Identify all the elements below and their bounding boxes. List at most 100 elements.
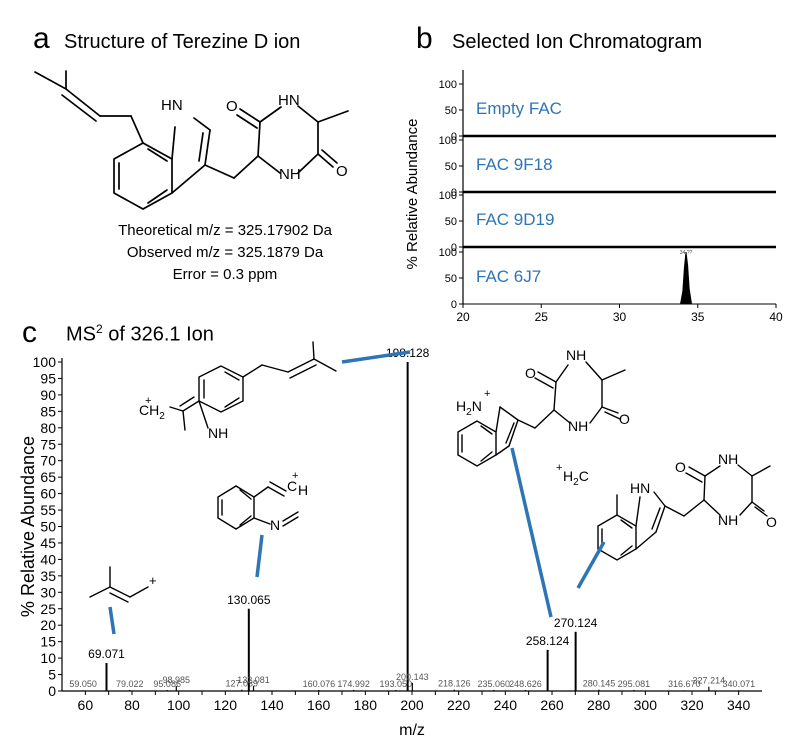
fragment-270-structure: [597, 464, 771, 561]
ms-ytick-label: 75: [40, 436, 56, 452]
sic-ytick-label: 50: [445, 105, 457, 117]
ms-xtick-label: 220: [447, 697, 471, 713]
f270-o-left: O: [675, 459, 686, 475]
f258-h2n: H2N: [456, 398, 482, 418]
f69-charge: +: [149, 573, 157, 588]
ms-ytick-label: 20: [40, 617, 56, 633]
atom-amide-nh-bottom: NH: [279, 166, 301, 183]
connector-258: [510, 447, 553, 618]
ms-peak-label: 160.076: [303, 679, 336, 689]
sic-xtick-label: 40: [769, 310, 783, 324]
sic-trace: [463, 251, 776, 305]
ms-peak-label: 132.081: [237, 675, 270, 685]
sic-ytick-label: 50: [445, 216, 457, 228]
sic-xtick-label: 20: [456, 310, 470, 324]
ms-y-axis-title: % Relative Abundance: [18, 436, 38, 617]
ms-ytick-label: 95: [40, 370, 56, 386]
f130-h: H: [298, 482, 309, 498]
ms-xtick-label: 340: [727, 697, 751, 713]
panel-c-title-suffix: of 326.1 Ion: [102, 323, 214, 346]
sic-ytick-label: 100: [439, 247, 457, 259]
sic-xtick-label: 35: [691, 310, 705, 324]
ms-xtick-label: 60: [78, 697, 94, 713]
f130-charge: +: [292, 470, 299, 482]
connector-130: [255, 534, 264, 578]
fragment-198-structure: [169, 341, 337, 431]
ms-peak-label: 130.065: [227, 593, 271, 607]
f130-c: C: [287, 478, 298, 494]
f198-charge: +: [145, 395, 152, 407]
f258-nh-bottom: NH: [568, 418, 589, 434]
ms-peak-label: 59.050: [69, 679, 97, 689]
ms-peak-label: 79.022: [116, 679, 144, 689]
ms-peak-label: 218.126: [438, 679, 471, 689]
ms-ytick-label: 85: [40, 403, 56, 419]
ms-peak-label: 174.992: [337, 679, 370, 689]
ms-peak-label: 95.086: [153, 679, 181, 689]
ms-xtick-label: 200: [400, 697, 424, 713]
ms-xtick-label: 260: [540, 697, 564, 713]
f258-n: N: [471, 398, 482, 414]
sic-ytick-label: 0: [451, 299, 457, 311]
f258-h-sub: 2: [466, 406, 472, 418]
panel-a-title: Structure of Terezine D ion: [64, 31, 301, 53]
ms-ytick-label: 50: [40, 519, 56, 535]
sic-peak-label: 34.??: [680, 250, 693, 256]
ms-ytick-label: 45: [40, 535, 56, 551]
sic-series-label: FAC 6J7: [476, 267, 541, 286]
f198-ch-sub: 2: [159, 410, 165, 422]
f258-o-left: O: [525, 365, 536, 381]
ms-xtick-label: 180: [354, 697, 378, 713]
ms-peak-label: 235.060: [478, 679, 511, 689]
observed-mz: Observed m/z = 325.1879 Da: [126, 244, 324, 261]
ms-peak-label: 200.143: [396, 672, 429, 682]
f258-charge: +: [484, 388, 491, 400]
panel-c-title: MS2 of 326.1 Ion: [66, 322, 214, 347]
sic-series-label: FAC 9F18: [476, 155, 553, 174]
ms-peak-label: 193.050: [380, 679, 413, 689]
f198-ch-text: CH: [139, 402, 160, 418]
f258-nh-top: NH: [566, 347, 587, 363]
sic-ytick-label: 0: [451, 187, 457, 199]
f270-charge: +: [556, 462, 563, 474]
mass-error: Error = 0.3 ppm: [172, 266, 278, 283]
ms-x-axis-title: m/z: [399, 722, 425, 739]
sic-ytick-label: 0: [451, 242, 457, 254]
sic-ytick-label: 50: [445, 161, 457, 173]
ms-ytick-label: 80: [40, 420, 56, 436]
ms-xtick-label: 240: [494, 697, 518, 713]
sic-ytick-label: 50: [445, 273, 457, 285]
ms-peak-label: 340.071: [723, 679, 756, 689]
ms-ytick-label: 90: [40, 387, 56, 403]
fragment-258-structure: [457, 361, 626, 467]
f270-h2c: H2C: [563, 468, 589, 488]
ms-xtick-label: 100: [167, 697, 191, 713]
ms-ytick-label: 30: [40, 584, 56, 600]
sic-ytick-label: 100: [439, 135, 457, 147]
ms2-spectrum: 0510152025303540455055606570758085909510…: [18, 346, 762, 739]
atom-carbonyl-o-right: O: [336, 163, 348, 180]
ms-ytick-label: 40: [40, 551, 56, 567]
panel-b-letter: b: [416, 22, 433, 55]
theoretical-mz: Theoretical m/z = 325.17902 Da: [118, 222, 332, 239]
f130-n: N: [270, 517, 281, 533]
ms-peak-label: 295.081: [618, 679, 651, 689]
f270-h-sub: 2: [573, 476, 579, 488]
ms-xtick-label: 140: [260, 697, 284, 713]
f270-o-right: O: [766, 514, 777, 530]
panel-c-letter: c: [22, 316, 37, 349]
fragment-69-structure: [89, 566, 149, 603]
ms-ytick-label: 5: [48, 667, 56, 683]
panel-c-title-prefix: MS: [66, 323, 96, 346]
f270-nh-top: NH: [718, 451, 739, 467]
panel-b-title: Selected Ion Chromatogram: [452, 31, 703, 53]
ms-ytick-label: 65: [40, 469, 56, 485]
ms-peak-label: 280.145: [583, 679, 616, 689]
ms-peak-label: 69.071: [88, 647, 125, 661]
f258-o-right: O: [619, 411, 630, 427]
sic-ytick-label: 100: [439, 190, 457, 202]
ms-peak-label: 270.124: [554, 616, 598, 630]
panel-a-letter: a: [33, 22, 50, 55]
